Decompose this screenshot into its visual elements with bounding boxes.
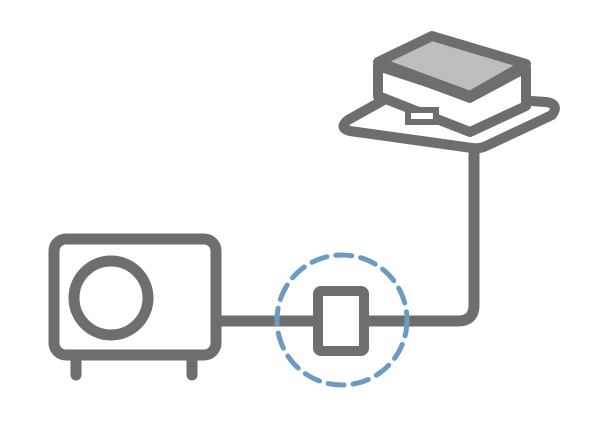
cassette-top-edge [376, 63, 528, 103]
inline-module-body [313, 286, 369, 356]
highlight-dashed-circle [274, 252, 410, 388]
outdoor-unit-fan [68, 255, 154, 341]
outdoor-condenser-unit-icon [48, 233, 222, 381]
cassette-top [373, 31, 531, 101]
ceiling-cassette-unit-icon [338, 31, 560, 154]
refrigerant-line [212, 146, 480, 327]
inline-module-icon [313, 286, 369, 356]
cassette-vent [405, 107, 439, 125]
